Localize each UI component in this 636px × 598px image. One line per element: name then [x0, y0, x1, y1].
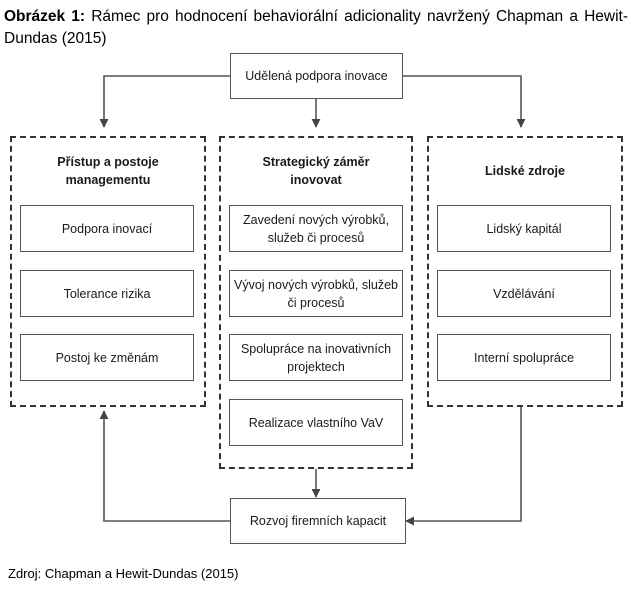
figure-caption: Obrázek 1: Rámec pro hodnocení behaviorá…: [4, 6, 628, 50]
group-human-resources-title: Lidské zdroje: [485, 164, 565, 178]
caption-label: Obrázek 1:: [4, 8, 86, 25]
hr-item-3: Interní spolupráce: [437, 334, 611, 381]
strategy-item-4: Realizace vlastního VaV: [229, 399, 403, 446]
group-management: [10, 136, 206, 407]
group-management-title: Přístup a postoje managementu: [57, 155, 159, 187]
management-item-3: Postoj ke změnám: [20, 334, 194, 381]
hr-item-2: Vzdělávání: [437, 270, 611, 317]
innovation-support-box: Udělená podpora inovace: [230, 53, 403, 99]
connector-top-to-management: [99, 75, 230, 128]
management-item-1: Podpora inovací: [20, 205, 194, 252]
strategy-item-3: Spolupráce na inovativních projektech: [229, 334, 403, 381]
source-note: Zdroj: Chapman a Hewit-Dundas (2015): [8, 566, 239, 581]
management-item-2: Tolerance rizika: [20, 270, 194, 317]
group-human-resources: [427, 136, 623, 407]
connector-capacity-to-management: [99, 410, 230, 522]
hr-item-1: Lidský kapitál: [437, 205, 611, 252]
company-capacity-box: Rozvoj firemních kapacit: [230, 498, 406, 544]
connector-top-to-hr: [403, 75, 526, 128]
strategy-item-1: Zavedení nových výrobků, služeb či proce…: [229, 205, 403, 252]
strategy-item-2: Vývoj nových výrobků, služeb či procesů: [229, 270, 403, 317]
group-strategy-title: Strategický záměr inovovat: [262, 155, 370, 187]
caption-text: Rámec pro hodnocení behaviorální adicion…: [4, 8, 628, 47]
group-strategy: [219, 136, 413, 469]
connector-hr-to-capacity: [405, 407, 522, 526]
